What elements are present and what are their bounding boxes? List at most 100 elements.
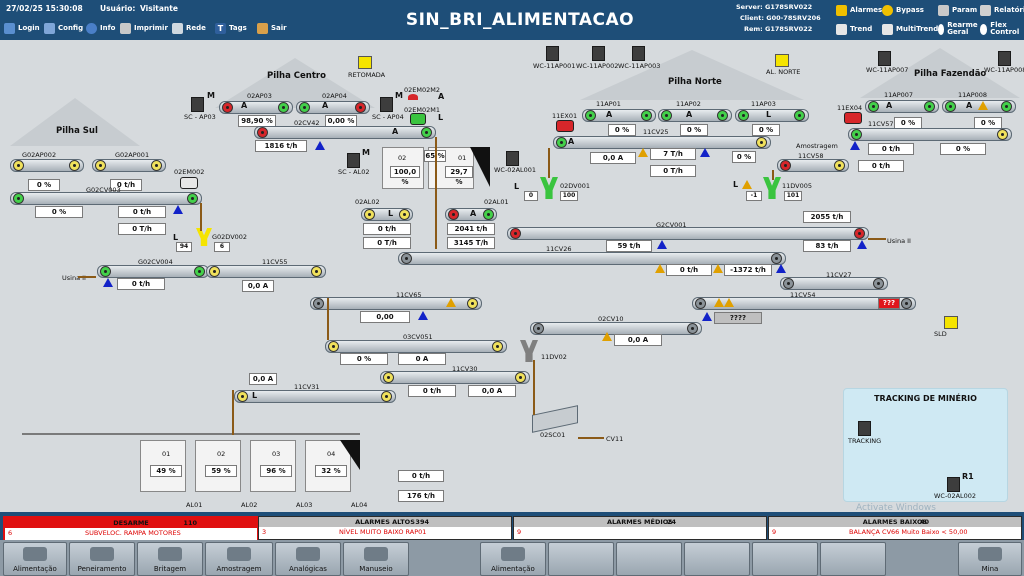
wc-11ap003-icon[interactable] <box>632 46 645 61</box>
nav-analogicas[interactable]: Analógicas <box>275 542 341 576</box>
login-button[interactable]: Login <box>4 21 40 35</box>
alarm-panel-medios[interactable]: ALARMES MÉDIOS 24 9 <box>513 516 767 540</box>
11ap02-conveyor[interactable] <box>658 109 732 122</box>
multitrend-button[interactable]: MultiTrend <box>882 22 938 36</box>
alarm-desarme-row[interactable]: 6 SUBVELOC. RAMPA MOTORES <box>5 528 257 538</box>
config-button[interactable]: Config <box>44 21 83 35</box>
11cv27-conveyor[interactable] <box>780 277 888 290</box>
nav-peneiramento[interactable]: Peneiramento <box>69 542 135 576</box>
nav-empty-2[interactable] <box>616 542 682 576</box>
chart-icon <box>296 547 320 561</box>
rearm-button[interactable]: Rearme Geral <box>938 22 978 36</box>
param-button[interactable]: Param <box>938 3 977 17</box>
11ap01-pct: 0 % <box>608 124 636 136</box>
nav-empty-5[interactable] <box>820 542 886 576</box>
11ex04-icon[interactable] <box>844 112 862 124</box>
wc-11ap001-icon[interactable] <box>546 46 559 61</box>
11dv005-icon[interactable] <box>763 177 781 199</box>
02ap03-conveyor[interactable] <box>219 101 293 114</box>
exit-button[interactable]: Sair <box>257 21 287 35</box>
11cv31-conveyor[interactable] <box>234 390 396 403</box>
11ap007-conveyor[interactable] <box>865 100 939 113</box>
nav-empty-1[interactable] <box>548 542 614 576</box>
pile-sul-shape <box>10 98 140 146</box>
g2cv001-conveyor[interactable] <box>507 227 869 240</box>
alarms-button[interactable]: Alarmes <box>836 3 882 17</box>
02ap03-label: 02AP03 <box>247 92 272 100</box>
nav-alimentacao[interactable]: Alimentação <box>3 542 67 576</box>
02em02m2-icon[interactable] <box>408 94 418 100</box>
bypass-button[interactable]: Bypass <box>882 3 924 17</box>
11cv54-conveyor[interactable] <box>692 297 916 310</box>
sc-al02-icon[interactable] <box>347 153 360 168</box>
alarm-medios-row[interactable]: 9 <box>514 527 766 537</box>
pile-centro-shape <box>215 58 375 108</box>
g02cv004-conveyor[interactable] <box>97 265 209 278</box>
11ex01-icon[interactable] <box>556 120 574 132</box>
02em02m1-icon[interactable] <box>410 113 426 125</box>
11cv25-scale-icon <box>700 148 710 157</box>
info-button[interactable]: Info <box>86 21 115 35</box>
g02ap001-conveyor[interactable] <box>92 159 166 172</box>
g02ap002-conveyor[interactable] <box>10 159 84 172</box>
03cv051-conveyor[interactable] <box>325 340 507 353</box>
nav-manuseio[interactable]: Manuseio <box>343 542 409 576</box>
nav-empty-3[interactable] <box>684 542 750 576</box>
02al02-label: 02AL02 <box>355 198 380 206</box>
02dv001-icon[interactable] <box>540 177 558 199</box>
tracking-panel[interactable]: TRACKING DE MINÉRIO TRACKING R1 WC-02AL0… <box>843 388 1008 502</box>
usina2-right-label: Usina II <box>887 237 911 245</box>
nav-britagem[interactable]: Britagem <box>137 542 203 576</box>
sc-ap03-icon[interactable] <box>191 97 204 112</box>
02em002-icon[interactable] <box>180 177 198 189</box>
al-norte-icon[interactable] <box>775 54 789 67</box>
11cv30-conveyor[interactable] <box>380 371 530 384</box>
nav-amostragem[interactable]: Amostragem <box>205 542 273 576</box>
sc-ap04-icon[interactable] <box>380 97 393 112</box>
wc-11ap008-icon[interactable] <box>998 51 1011 66</box>
trend-button[interactable]: Trend <box>836 22 872 36</box>
11cv55-conveyor[interactable] <box>206 265 326 278</box>
pile-fazendao-label: Pilha Fazendão <box>914 69 987 79</box>
11cv58-conveyor[interactable] <box>777 159 849 172</box>
02cv42-conveyor[interactable] <box>254 126 436 139</box>
11cv65-conveyor[interactable] <box>310 297 482 310</box>
g02cv003-conveyor[interactable] <box>10 192 202 205</box>
02sc01-screen[interactable] <box>532 405 578 433</box>
wc-02al001-icon[interactable] <box>506 151 519 166</box>
nav-empty-4[interactable] <box>752 542 818 576</box>
top-header: 27/02/25 15:30:08 Usuário: Visitante SIN… <box>0 0 1024 40</box>
02al02-conveyor[interactable] <box>361 208 413 221</box>
11ap03-conveyor[interactable] <box>735 109 809 122</box>
11dv005-label: 11DV005 <box>782 182 813 190</box>
network-button[interactable]: Rede <box>172 21 206 35</box>
alarm-baixos-row[interactable]: 9 BALANÇA CV66 Muito Baixo < 50,00 <box>769 527 1021 537</box>
nav-mina[interactable]: Mina <box>958 542 1022 576</box>
nav-alimentacao-2[interactable]: Alimentação <box>480 542 546 576</box>
report-button[interactable]: Relatório <box>980 3 1024 17</box>
sld-icon[interactable] <box>944 316 958 329</box>
alarm-desarme-title: DESARME <box>113 519 149 527</box>
02ap04-conveyor[interactable] <box>296 101 370 114</box>
g02dv002-icon[interactable] <box>196 228 212 246</box>
alarm-panel-desarme[interactable]: DESARME 110 6 SUBVELOC. RAMPA MOTORES <box>3 516 259 542</box>
flex-button[interactable]: Flex Control <box>980 22 1022 36</box>
02al01-conveyor[interactable] <box>445 208 497 221</box>
g2cv001-83: 83 t/h <box>803 240 851 252</box>
retomada-icon[interactable] <box>358 56 372 69</box>
11ap01-conveyor[interactable] <box>582 109 656 122</box>
wc-11ap002-icon[interactable] <box>592 46 605 61</box>
wc-02al002-icon[interactable] <box>947 477 960 492</box>
alarm-panel-altos[interactable]: ALARMES ALTOS 394 3 NÍVEL MUITO BAIXO RA… <box>258 516 512 540</box>
alarm-panel-baixos[interactable]: ALARMES BAIXOS 40 9 BALANÇA CV66 Muito B… <box>768 516 1022 540</box>
tracking-icon[interactable] <box>858 421 871 436</box>
s01-label: 01 <box>162 450 171 458</box>
print-button[interactable]: Imprimir <box>120 21 168 35</box>
11dv02-icon[interactable] <box>520 340 538 362</box>
11cv57-conveyor[interactable] <box>848 128 1012 141</box>
wc-11ap007-icon[interactable] <box>878 51 891 66</box>
11cv26-conveyor[interactable] <box>398 252 786 265</box>
alarm-altos-row[interactable]: 3 NÍVEL MUITO BAIXO RAP01 <box>259 527 511 537</box>
nav-alimentacao-2-label: Alimentação <box>491 565 535 573</box>
